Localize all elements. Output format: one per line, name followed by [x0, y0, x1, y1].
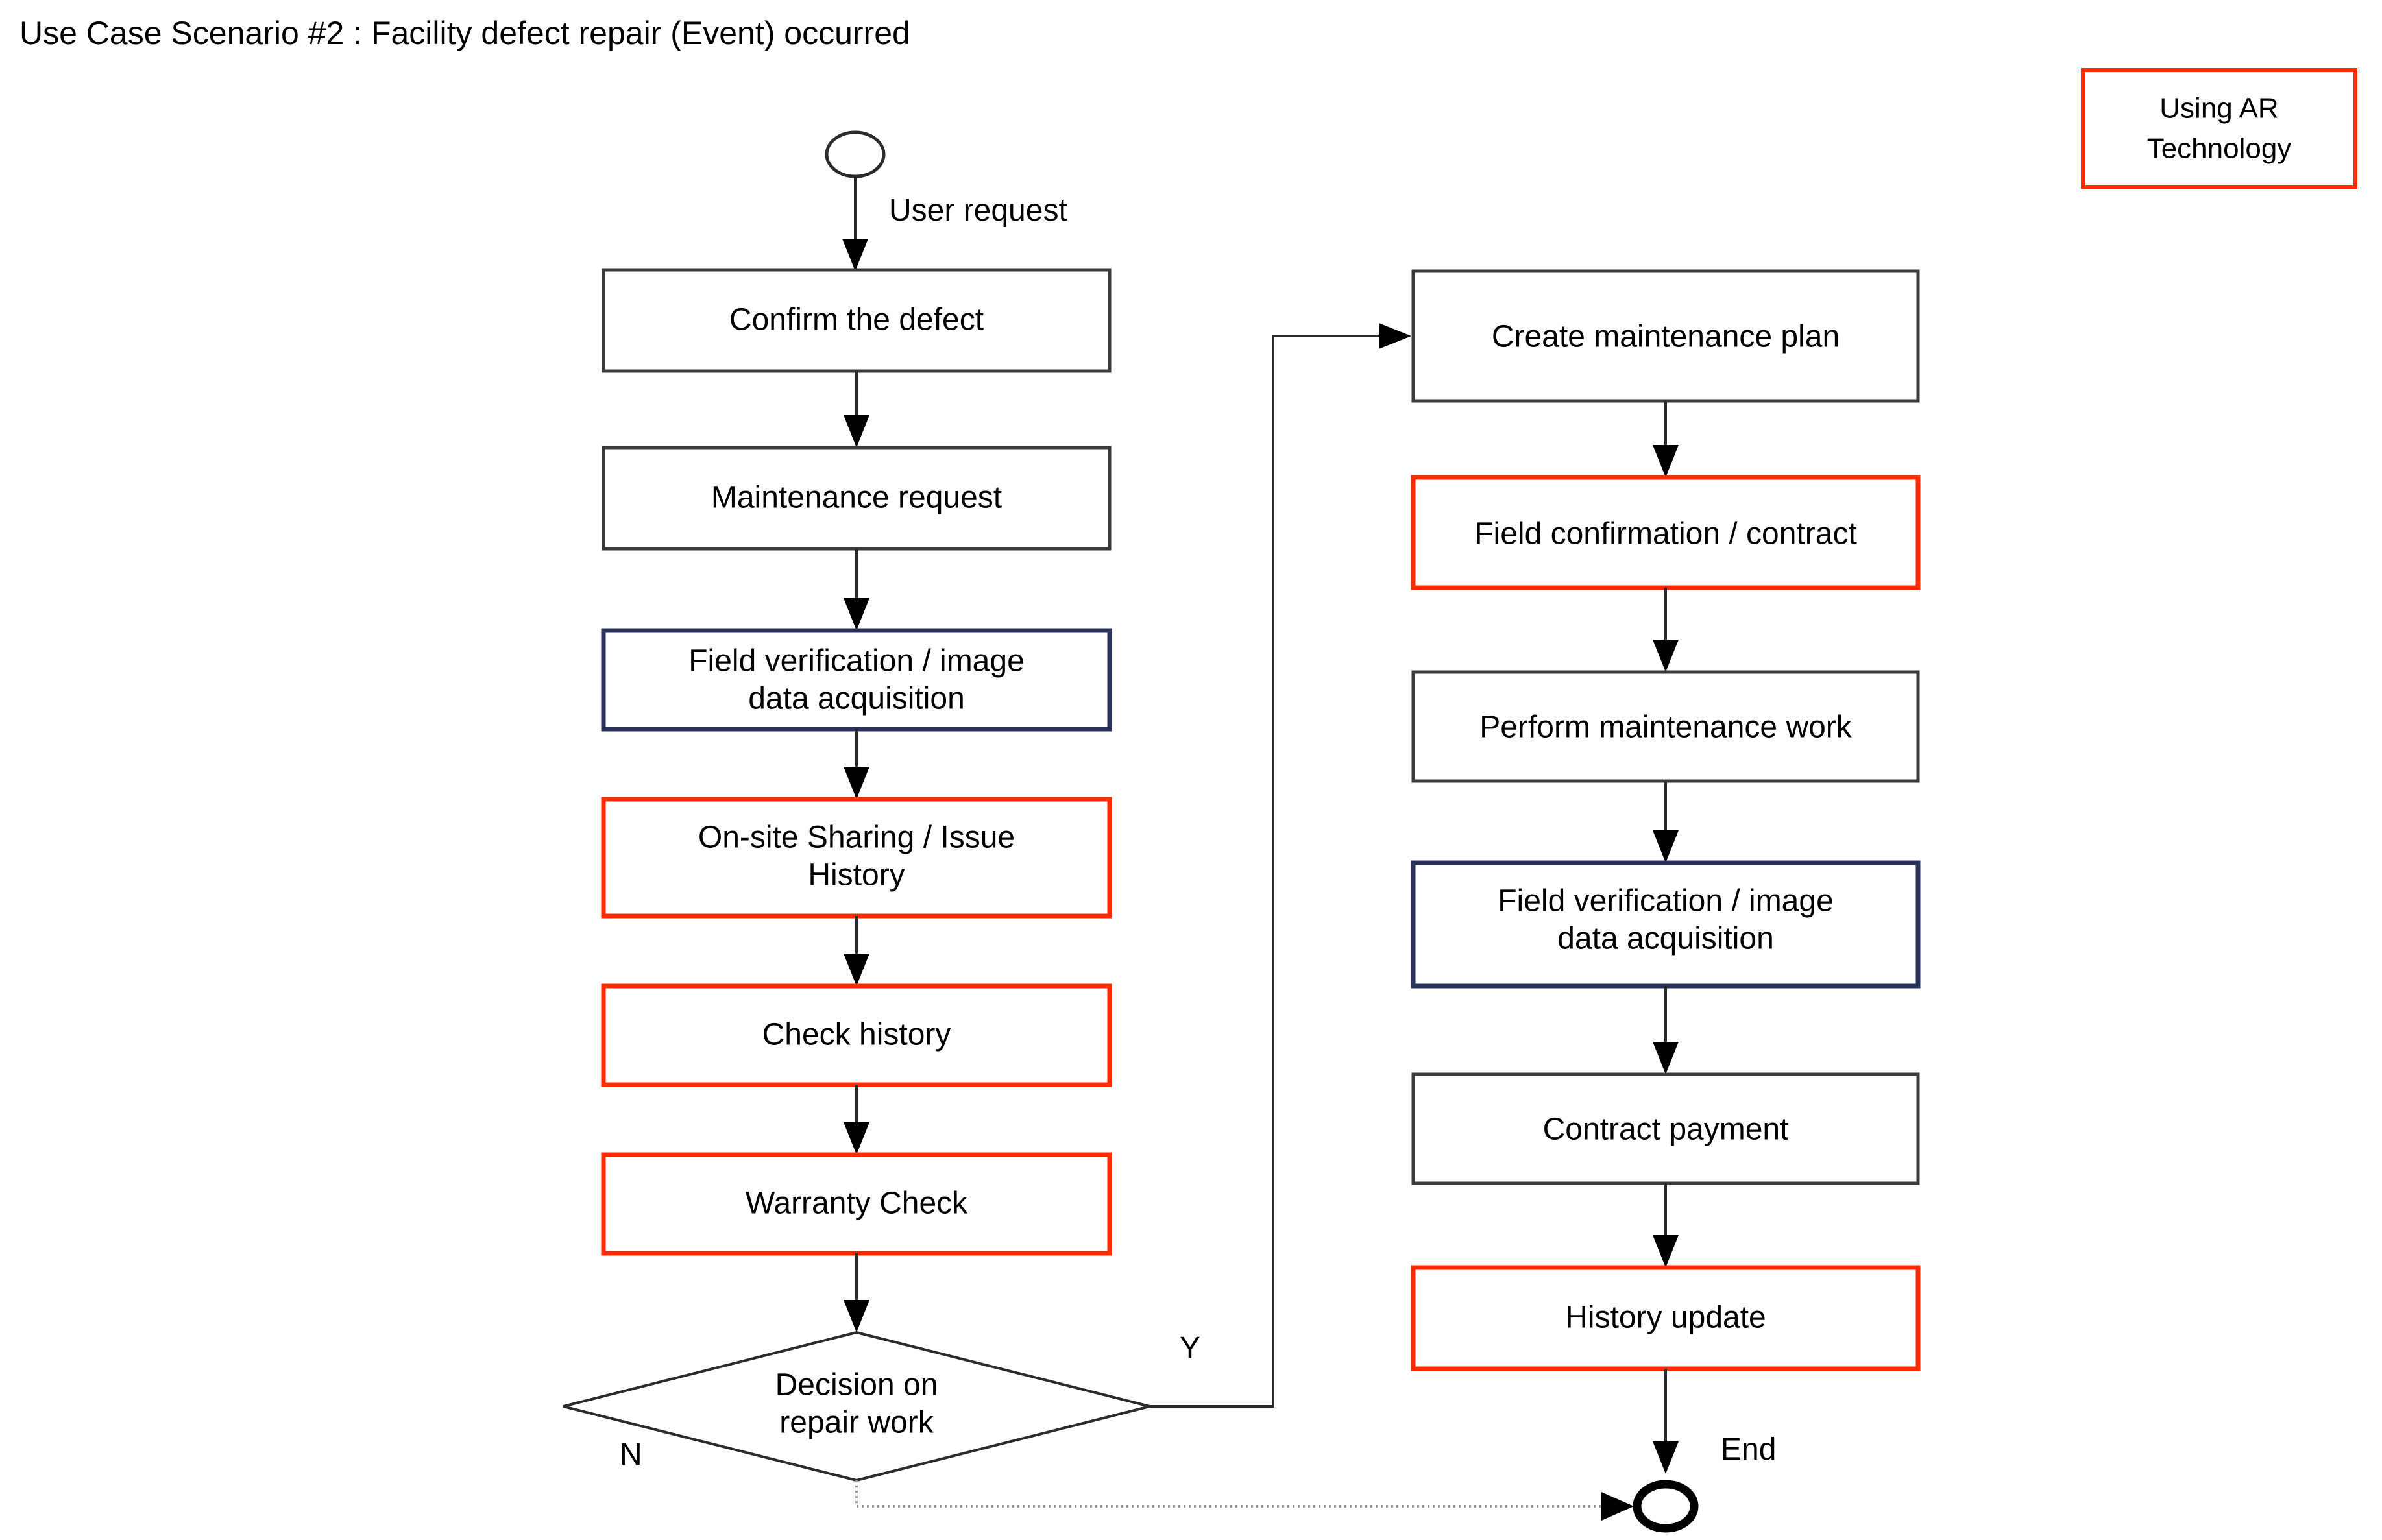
node-label-on-site-sharing-line-2: History — [808, 858, 905, 893]
node-label-perform-maintenance-work: Perform maintenance work — [1479, 710, 1853, 745]
node-box-field-verification-1[interactable] — [601, 628, 1112, 732]
edge-contract-payment-to-history-update — [1653, 1183, 1679, 1268]
arrowhead-icon — [844, 415, 869, 448]
node-field-verification-image-data-acquisition-2[interactable]: Field verification / image data acquisit… — [1411, 860, 1921, 989]
arrowhead-icon — [1653, 445, 1679, 477]
edge-perform-maintenance-to-field-verification-2 — [1653, 781, 1679, 863]
node-decision-on-repair-work[interactable]: Decision on repair work — [563, 1330, 1150, 1482]
node-box-create-maintenance-plan[interactable] — [1411, 269, 1920, 403]
node-label-field-verification-2-line-2: data acquisition — [1557, 922, 1774, 956]
arrowhead-icon — [844, 598, 869, 631]
arrowhead-icon — [1653, 1235, 1679, 1268]
node-box-history-update[interactable] — [1411, 1265, 1921, 1371]
node-label-field-verification-2-line-1: Field verification / image — [1498, 884, 1834, 919]
edge-decision-no-to-end — [855, 1480, 1634, 1521]
node-label-confirm-the-defect: Confirm the defect — [729, 303, 984, 337]
arrowhead-icon — [1653, 1042, 1679, 1074]
node-label-history-update: History update — [1565, 1301, 1766, 1335]
node-label-contract-payment: Contract payment — [1543, 1113, 1789, 1147]
edge-check-history-to-warranty-check — [844, 1085, 869, 1155]
node-box-check-history[interactable] — [601, 983, 1112, 1087]
node-box-maintenance-request[interactable] — [602, 446, 1112, 551]
node-contract-payment[interactable]: Contract payment — [1411, 1072, 1920, 1185]
node-perform-maintenance-work[interactable]: Perform maintenance work — [1411, 670, 1920, 783]
legend-line-2: Technology — [2147, 133, 2292, 165]
node-label-maintenance-request: Maintenance request — [711, 481, 1002, 515]
edge-create-plan-to-field-confirmation — [1653, 401, 1679, 477]
decision-label-line-1: Decision on — [775, 1368, 938, 1402]
arrowhead-icon — [1601, 1492, 1634, 1521]
node-confirm-the-defect[interactable]: Confirm the defect — [602, 268, 1112, 373]
edge-field-verification-2-to-contract-payment — [1653, 986, 1679, 1074]
legend-line-1: Using AR — [2159, 93, 2278, 125]
node-label-on-site-sharing-line-1: On-site Sharing / Issue — [698, 821, 1015, 855]
start-node-ellipse — [825, 130, 886, 178]
node-label-check-history: Check history — [762, 1018, 951, 1052]
edge-confirm-to-maintenance-request — [844, 371, 869, 448]
node-check-history[interactable]: Check history — [601, 983, 1112, 1087]
edge-start-to-confirm-the-defect: User request — [842, 176, 1067, 271]
node-create-maintenance-plan[interactable]: Create maintenance plan — [1411, 269, 1920, 403]
edge-label-user-request: User request — [889, 193, 1067, 228]
node-label-field-confirmation-contract: Field confirmation / contract — [1474, 517, 1857, 551]
node-warranty-check[interactable]: Warranty Check — [601, 1152, 1112, 1256]
edge-decision-yes-to-create-maintenance-plan — [1150, 323, 1411, 1408]
end-terminator — [1633, 1480, 1699, 1533]
edge-field-verification-to-on-site-sharing — [844, 729, 869, 799]
arrowhead-icon — [1379, 323, 1411, 349]
arrowhead-icon — [1653, 1441, 1679, 1474]
arrowhead-icon — [844, 767, 869, 799]
decision-label-line-2: repair work — [779, 1406, 934, 1440]
node-label-create-maintenance-plan: Create maintenance plan — [1492, 320, 1840, 354]
node-on-site-sharing-issue-history[interactable]: On-site Sharing / Issue History — [601, 797, 1112, 919]
edge-on-site-sharing-to-check-history — [844, 916, 869, 986]
edge-history-update-to-end — [1653, 1369, 1679, 1474]
edge-label-decision-no: N — [620, 1438, 642, 1472]
node-history-update[interactable]: History update — [1411, 1265, 1921, 1371]
node-box-on-site-sharing[interactable] — [601, 797, 1112, 919]
arrowhead-icon — [844, 1122, 869, 1155]
edge-label-end: End — [1721, 1432, 1776, 1467]
edge-label-decision-yes: Y — [1180, 1331, 1200, 1366]
page-title: Use Case Scenario #2 : Facility defect r… — [19, 15, 910, 51]
arrowhead-icon — [844, 1300, 869, 1332]
arrowhead-icon — [844, 954, 869, 986]
arrowhead-icon — [842, 239, 868, 271]
node-label-field-verification-1-line-2: data acquisition — [748, 682, 965, 716]
node-label-warranty-check: Warranty Check — [746, 1186, 968, 1221]
legend-using-ar-technology: Using AR Technology — [2081, 68, 2357, 189]
edge-warranty-check-to-decision — [844, 1253, 869, 1332]
node-field-verification-image-data-acquisition-1[interactable]: Field verification / image data acquisit… — [601, 628, 1112, 732]
edge-maintenance-request-to-field-verification — [844, 549, 869, 631]
start-terminator — [825, 130, 886, 178]
edge-field-confirmation-to-perform-maintenance — [1653, 588, 1679, 672]
arrowhead-icon — [1653, 640, 1679, 672]
arrowhead-icon — [1653, 830, 1679, 863]
node-maintenance-request[interactable]: Maintenance request — [602, 446, 1112, 551]
end-node-ellipse — [1633, 1480, 1699, 1533]
node-box-field-verification-2[interactable] — [1411, 860, 1921, 989]
node-box-contract-payment[interactable] — [1411, 1072, 1920, 1185]
node-label-field-verification-1-line-1: Field verification / image — [688, 644, 1025, 679]
node-box-warranty-check[interactable] — [601, 1152, 1112, 1256]
legend-box-border — [2081, 68, 2357, 189]
node-field-confirmation-contract[interactable]: Field confirmation / contract — [1411, 475, 1921, 590]
